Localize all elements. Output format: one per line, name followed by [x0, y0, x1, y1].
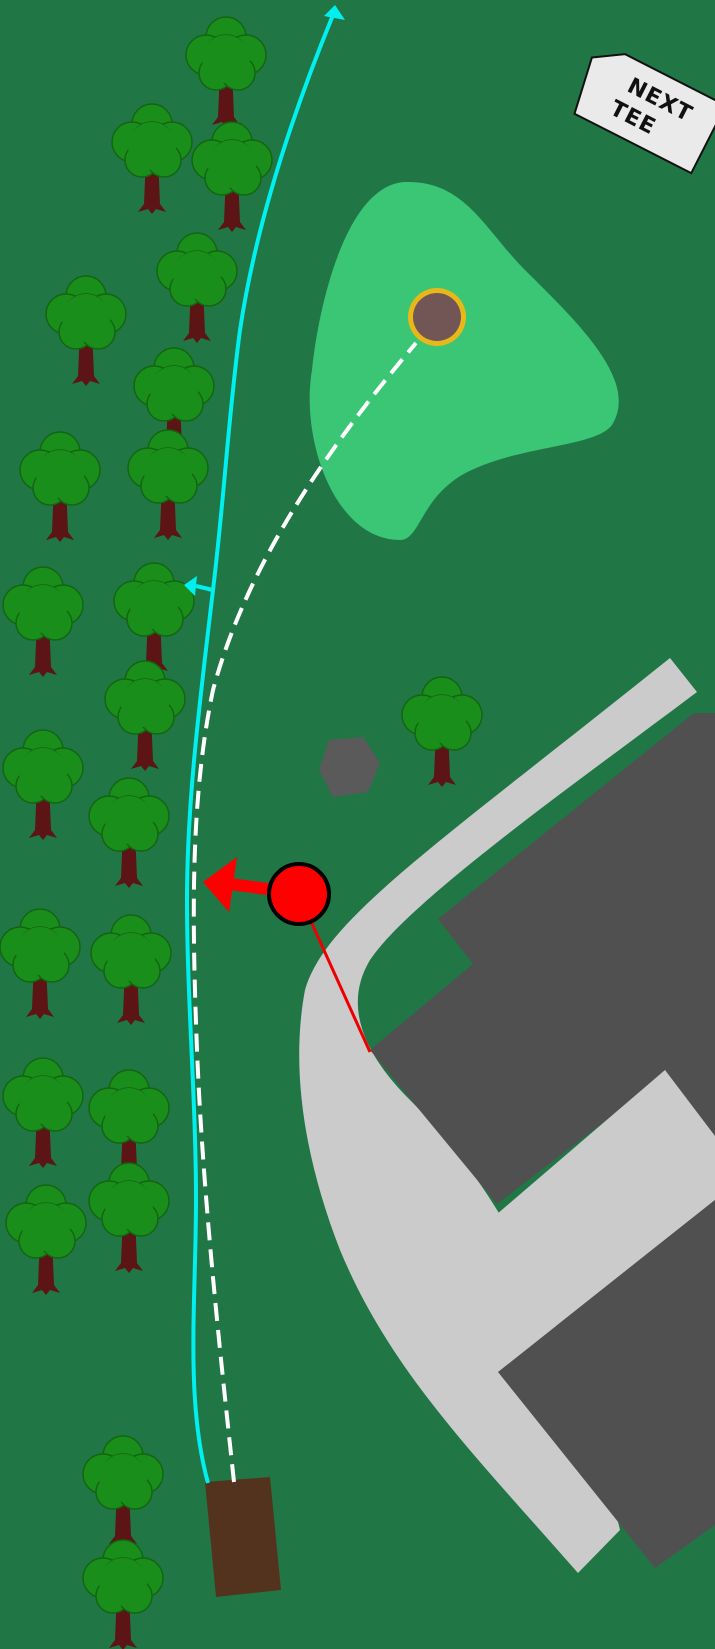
tree-canopy-fill [208, 140, 256, 188]
tree-canopy-fill [36, 450, 84, 498]
tree-canopy-fill [19, 748, 67, 796]
tree-canopy-fill [22, 1203, 70, 1251]
tree-canopy-fill [105, 1088, 153, 1136]
tree-canopy-fill [144, 448, 192, 496]
tree-canopy-fill [418, 695, 466, 743]
tree-canopy-fill [105, 796, 153, 844]
tree-canopy-fill [130, 581, 178, 629]
hole-cup[interactable] [408, 288, 466, 346]
cup-icon [413, 293, 461, 341]
tree-canopy-fill [99, 1454, 147, 1502]
tree-canopy-fill [105, 1181, 153, 1229]
tree-canopy-fill [19, 585, 67, 633]
tree-canopy-fill [19, 1076, 67, 1124]
tree-canopy-fill [16, 927, 64, 975]
tree-canopy-fill [150, 366, 198, 414]
tree-canopy-fill [121, 679, 169, 727]
tree-canopy-fill [99, 1558, 147, 1606]
tree-canopy-fill [173, 251, 221, 299]
golf-ball-icon[interactable] [269, 864, 329, 924]
tree-canopy-fill [128, 122, 176, 170]
tree-canopy-fill [107, 933, 155, 981]
tee-box [205, 1477, 281, 1597]
tree-canopy-fill [62, 294, 110, 342]
tree-canopy-fill [202, 35, 250, 83]
